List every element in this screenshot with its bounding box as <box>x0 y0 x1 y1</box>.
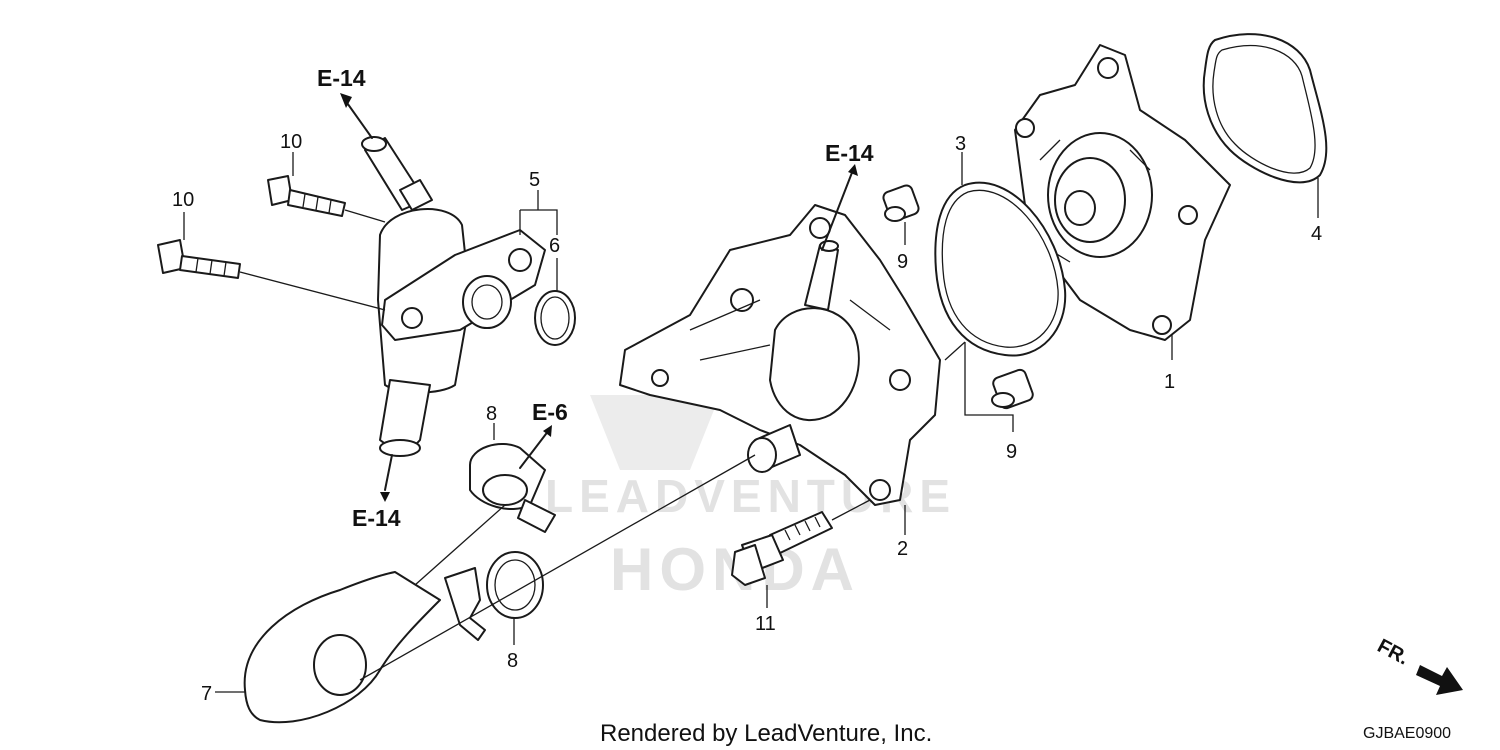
part-7-hose <box>243 571 441 724</box>
leader-bolt-10-upper-to-fitting <box>344 209 386 223</box>
callout-7: 7 <box>201 683 212 705</box>
part-6-small-o-ring <box>534 290 576 346</box>
callout-10-lower: 10 <box>172 189 194 211</box>
callout-9-bottom: 9 <box>1006 441 1017 463</box>
callout-1: 1 <box>1164 371 1175 393</box>
diagram-code: GJBAE0900 <box>1363 725 1451 742</box>
callout-8-upper: 8 <box>486 403 497 425</box>
leader-part-9-bracket <box>944 341 966 361</box>
reference-label-center: E-14 <box>825 140 874 166</box>
callout-10-upper: 10 <box>280 131 302 153</box>
render-credit: Rendered by LeadVenture, Inc. <box>600 720 932 747</box>
callout-2: 2 <box>897 538 908 560</box>
leader-part-5 <box>519 209 558 235</box>
leader-hose-to-pump <box>359 454 756 681</box>
callout-9-top: 9 <box>897 251 908 273</box>
part-11-bolt <box>731 511 833 586</box>
leader-part-9-bottom <box>964 342 1014 432</box>
part-10-bolt-upper <box>267 175 346 217</box>
part-9-dowel-pin-bottom <box>991 368 1034 410</box>
part-5-joint-fitting <box>361 136 546 457</box>
front-direction-arrow-icon <box>1416 665 1463 695</box>
front-direction-indicator: FR. <box>1374 635 1463 695</box>
part-10-bolt-lower <box>157 239 241 279</box>
callout-3: 3 <box>955 133 966 155</box>
reference-label-bottom-left: E-14 <box>352 505 401 531</box>
front-direction-label: FR. <box>1374 635 1413 670</box>
part-9-dowel-pin-top <box>882 184 920 222</box>
reference-label-clamp: E-6 <box>532 399 568 425</box>
callout-4: 4 <box>1311 223 1322 245</box>
part-8-hose-clamp-upper <box>469 443 556 533</box>
part-4-gasket <box>1202 33 1328 184</box>
reference-arrows <box>340 93 858 502</box>
callout-8-lower: 8 <box>507 650 518 672</box>
leader-bolt-10-lower-to-fitting <box>239 271 386 311</box>
part-2-water-pump-body <box>619 204 941 506</box>
callout-11: 11 <box>755 613 776 635</box>
part-8-hose-clamp-lower <box>444 551 544 641</box>
callout-6: 6 <box>549 235 560 257</box>
part-1-pump-cover <box>1014 44 1231 341</box>
callout-5: 5 <box>529 169 540 191</box>
part-3-o-ring <box>934 181 1067 357</box>
leader-hose-to-clamp-upper <box>414 504 506 586</box>
reference-label-top-left: E-14 <box>317 65 366 91</box>
leader-bolt-to-body <box>831 499 871 521</box>
